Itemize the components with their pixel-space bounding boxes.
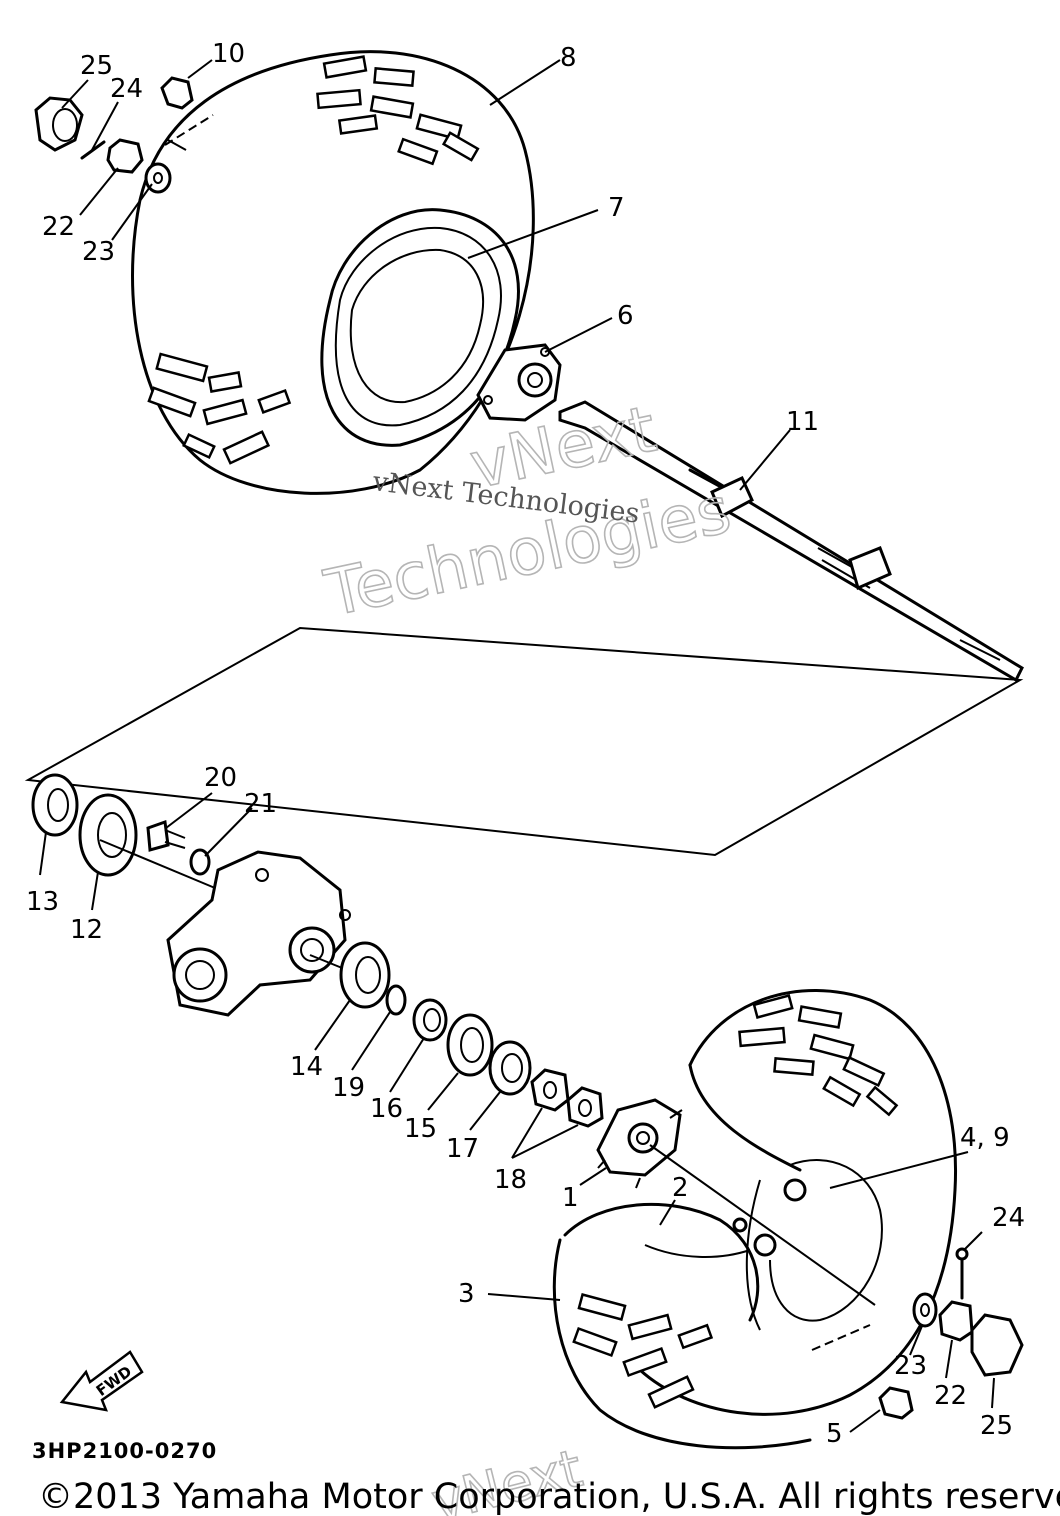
lower-tire <box>552 988 958 1450</box>
callout-7: 7 <box>608 193 625 223</box>
callout-17: 17 <box>446 1134 479 1164</box>
nut-18b <box>566 1086 604 1128</box>
callout-11: 11 <box>786 407 819 437</box>
callout-2: 2 <box>672 1173 689 1203</box>
oil-seal-13 <box>31 773 79 837</box>
castle-nut-lower <box>938 1300 974 1342</box>
callout-3: 3 <box>458 1279 475 1309</box>
callout-19: 19 <box>332 1073 365 1103</box>
bearing-14 <box>339 941 391 1009</box>
upper-guide-line-2 <box>167 139 187 151</box>
leader-lines <box>39 59 995 1433</box>
wheel-nut-upper <box>160 76 194 110</box>
lower-guide-line <box>649 1144 876 1306</box>
copyright-notice: ©2013 Yamaha Motor Corporation, U.S.A. A… <box>38 1477 1060 1516</box>
bolt-20 <box>146 819 186 852</box>
callout-15: 15 <box>404 1114 437 1144</box>
bearing-12 <box>78 793 138 877</box>
callout-25-lower: 25 <box>980 1411 1013 1441</box>
part-code: 3HP2100-0270 <box>32 1439 217 1463</box>
callout-22-lower: 22 <box>934 1381 967 1411</box>
lower-dash-line <box>811 1324 871 1351</box>
upper-tire <box>131 50 535 495</box>
callout-24-upper: 24 <box>110 74 143 104</box>
callout-12: 12 <box>70 915 103 945</box>
upper-guide-line <box>164 114 214 146</box>
axle-nut-cap-lower <box>970 1313 1024 1377</box>
oil-seal-17 <box>488 1040 532 1096</box>
callout-21: 21 <box>244 789 277 819</box>
wheel-hub-lower <box>596 1098 683 1189</box>
axle-nut-cap-upper <box>34 96 84 152</box>
callout-25-upper: 25 <box>80 51 113 81</box>
nut-18a <box>530 1068 570 1112</box>
axle-housing <box>166 850 351 1017</box>
callout-4-9: 4, 9 <box>960 1123 1010 1153</box>
callout-23-lower: 23 <box>894 1351 927 1381</box>
castle-nut-upper <box>106 138 144 174</box>
fwd-arrow: FWD <box>59 1350 144 1412</box>
callout-18: 18 <box>494 1165 527 1195</box>
callout-5: 5 <box>826 1419 843 1449</box>
wheel-nut-lower <box>878 1386 914 1420</box>
circlip-19 <box>385 984 407 1016</box>
callout-10: 10 <box>212 39 245 69</box>
callouts: 25 24 10 8 22 23 7 6 11 20 21 13 12 14 1… <box>26 39 1025 1449</box>
spacer-16 <box>412 998 448 1042</box>
cotter-pin-lower <box>955 1247 969 1300</box>
bearing-15 <box>446 1013 494 1077</box>
callout-1: 1 <box>562 1183 579 1213</box>
assembly-outline <box>24 626 1024 857</box>
hub-guide-line <box>99 839 216 889</box>
callout-6: 6 <box>617 301 634 331</box>
callout-16: 16 <box>370 1094 403 1124</box>
callout-23-upper: 23 <box>82 237 115 267</box>
washer-lower <box>912 1292 938 1328</box>
callout-22-upper: 22 <box>42 212 75 242</box>
callout-13: 13 <box>26 887 59 917</box>
callout-20: 20 <box>204 763 237 793</box>
callout-14: 14 <box>290 1052 323 1082</box>
wheel-hub-upper <box>476 343 562 422</box>
callout-8: 8 <box>560 43 577 73</box>
callout-24-lower: 24 <box>992 1203 1025 1233</box>
washer-21 <box>189 848 211 876</box>
